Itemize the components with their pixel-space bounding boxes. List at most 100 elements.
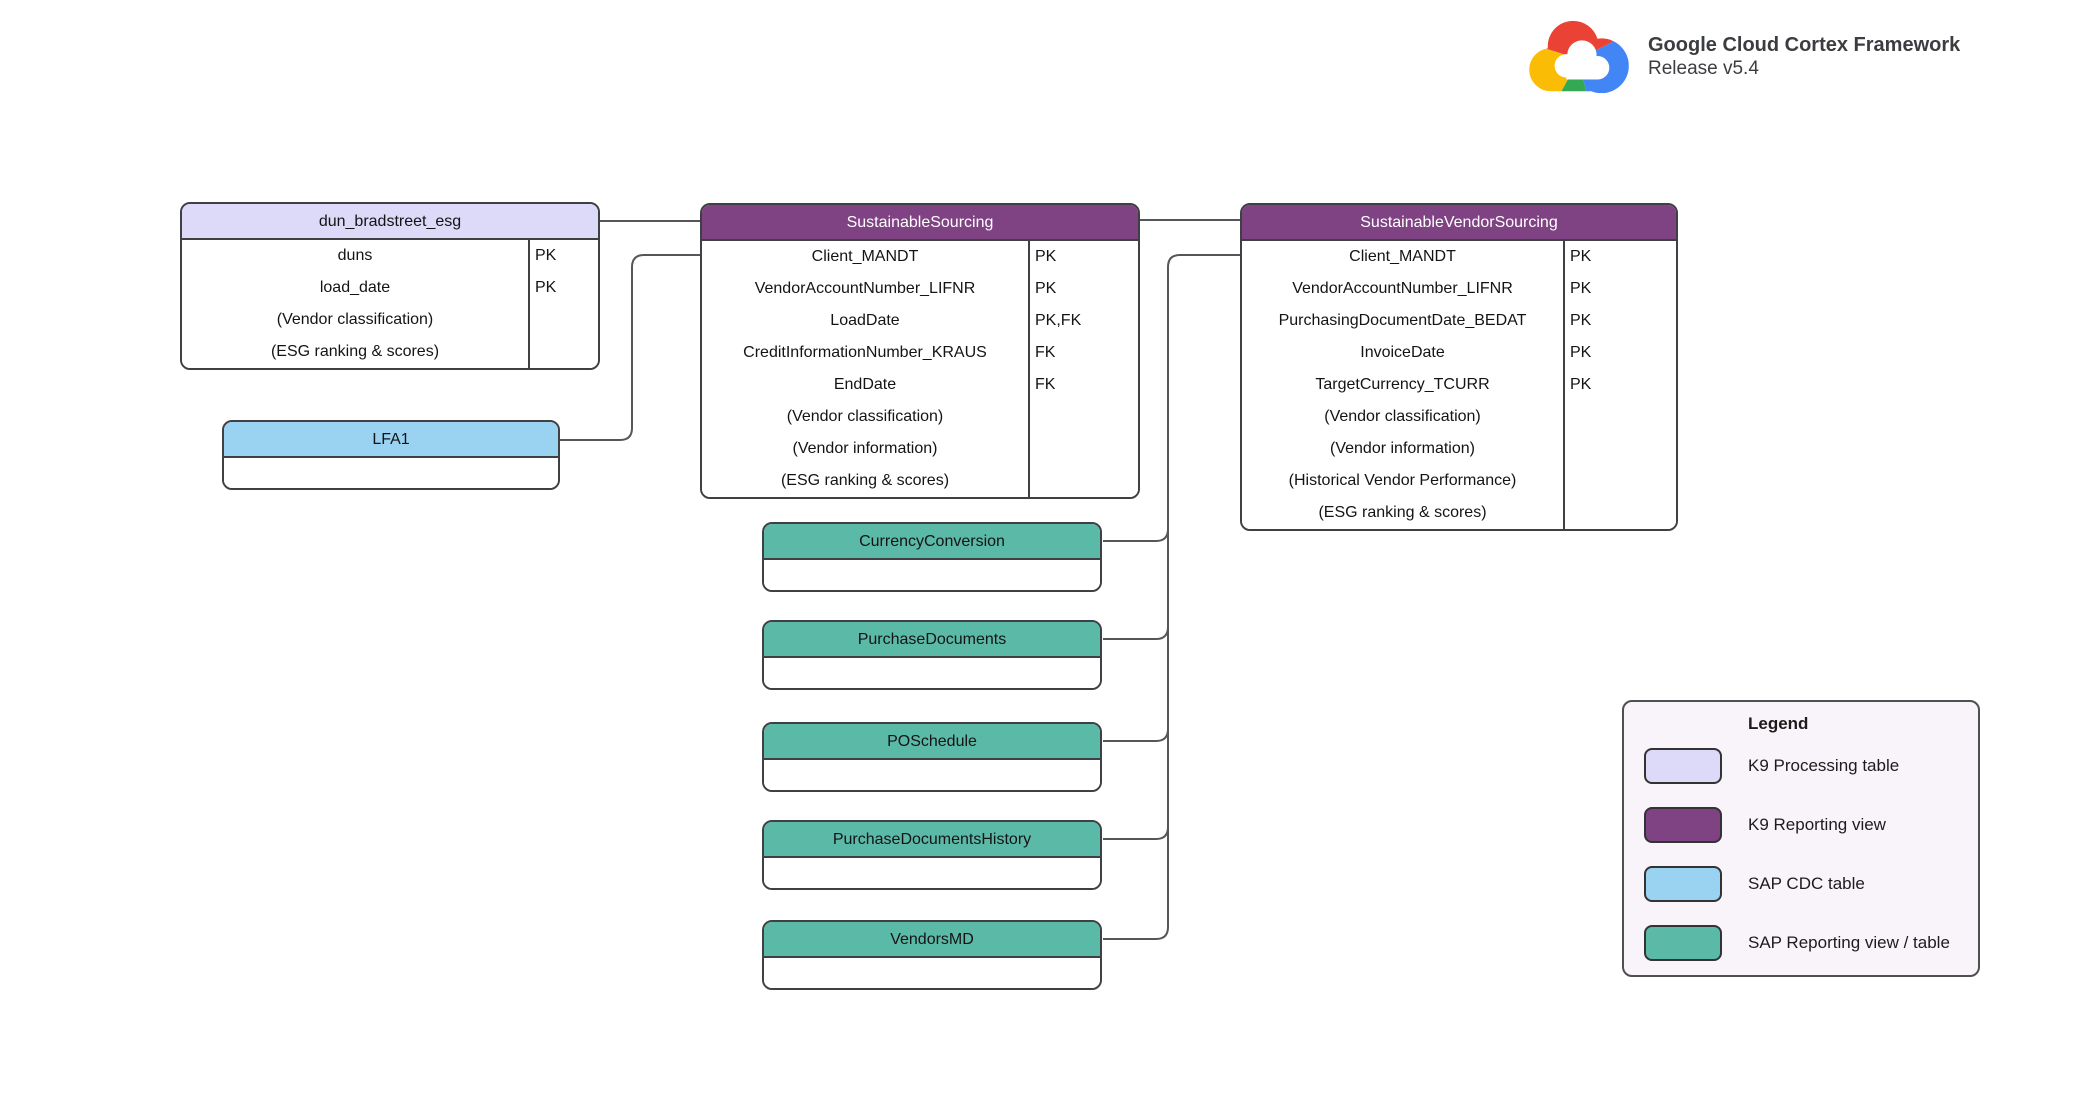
field-key: PK: [1563, 273, 1676, 305]
entity-row: (Vendor information): [1242, 433, 1676, 465]
field-name: (Historical Vendor Performance): [1288, 472, 1517, 489]
field-key: [1028, 433, 1138, 465]
entity-row: (Vendor classification): [1242, 401, 1676, 433]
field-key: PK: [1028, 241, 1138, 273]
field-key: [1563, 433, 1676, 465]
field-name: TargetCurrency_TCURR: [1315, 376, 1490, 393]
entity-title: POSchedule: [764, 724, 1100, 760]
field-key: FK: [1028, 369, 1138, 401]
framework-title: Google Cloud Cortex Framework: [1648, 34, 1961, 56]
entity-title: CurrencyConversion: [764, 524, 1100, 560]
entity-vendorsmd: VendorsMD: [762, 920, 1102, 990]
entity-row: (ESG ranking & scores): [702, 465, 1138, 497]
entity-body: Client_MANDT PK VendorAccountNumber_LIFNR P…: [1242, 241, 1676, 529]
field-name: Client_MANDT: [1349, 248, 1456, 265]
legend-swatch-icon: [1644, 925, 1722, 961]
field-name: InvoiceDate: [1360, 344, 1445, 361]
brand-header: Google Cloud Cortex Framework Release v5…: [1526, 14, 1960, 100]
field-key: [1563, 401, 1676, 433]
field-name: duns: [337, 247, 373, 264]
field-name: EndDate: [833, 376, 897, 393]
entity-title: dun_bradstreet_esg: [182, 204, 598, 240]
entity-row: (ESG ranking & scores): [1242, 497, 1676, 529]
field-name: Client_MANDT: [811, 248, 919, 265]
field-name: (Vendor classification): [276, 311, 434, 328]
field-name: VendorAccountNumber_LIFNR: [754, 280, 976, 297]
entity-row: Client_MANDT PK: [702, 241, 1138, 273]
legend-title: Legend: [1748, 714, 1809, 733]
legend-item: K9 Processing table: [1644, 748, 1978, 784]
entity-title: SustainableVendorSourcing: [1242, 205, 1676, 241]
connector-currencyconversion: [1103, 528, 1169, 542]
field-key: PK: [1028, 273, 1138, 305]
entity-row: (Vendor information): [702, 433, 1138, 465]
entity-purchasedocumentshistory: PurchaseDocumentsHistory: [762, 820, 1102, 890]
entity-row: Client_MANDT PK: [1242, 241, 1676, 273]
legend-panel: Legend K9 Processing table K9 Reporting v…: [1622, 700, 1980, 977]
field-name: PurchasingDocumentDate_BEDAT: [1278, 312, 1527, 329]
entity-title: PurchaseDocuments: [764, 622, 1100, 658]
field-key: PK: [1563, 305, 1676, 337]
field-key: FK: [1028, 337, 1138, 369]
entity-row: VendorAccountNumber_LIFNR PK: [1242, 273, 1676, 305]
connector-poschedule: [1103, 728, 1169, 742]
entity-row: InvoiceDate PK: [1242, 337, 1676, 369]
entity-row: (Vendor classification): [702, 401, 1138, 433]
entity-title: LFA1: [224, 422, 558, 458]
entity-row: (Historical Vendor Performance): [1242, 465, 1676, 497]
legend-item: SAP Reporting view / table: [1644, 925, 1978, 961]
field-key: [1563, 497, 1676, 529]
field-name: LoadDate: [830, 312, 900, 329]
google-cloud-logo-icon: [1529, 20, 1629, 94]
legend-item: SAP CDC table: [1644, 866, 1978, 902]
field-key: [1028, 401, 1138, 433]
field-name: (Vendor classification): [1324, 408, 1481, 425]
release-version: Release v5.4: [1648, 58, 1759, 79]
field-key: [528, 336, 598, 368]
field-name: VendorAccountNumber_LIFNR: [1292, 280, 1513, 297]
connector-purchasedocuments: [1103, 626, 1169, 640]
legend-swatch-icon: [1644, 748, 1722, 784]
entity-row: (Vendor classification): [182, 304, 598, 336]
entity-body: Client_MANDT PK VendorAccountNumber_LIFNR P…: [702, 241, 1138, 497]
legend-item: K9 Reporting view: [1644, 807, 1978, 843]
entity-poschedule: POSchedule: [762, 722, 1102, 792]
entity-title: SustainableSourcing: [702, 205, 1138, 241]
entity-row: LoadDate PK,FK: [702, 305, 1138, 337]
legend-label: SAP Reporting view / table: [1748, 933, 1950, 952]
legend-label: SAP CDC table: [1748, 874, 1865, 893]
entity-purchasedocuments: PurchaseDocuments: [762, 620, 1102, 690]
field-key: [528, 304, 598, 336]
field-key: PK,FK: [1028, 305, 1138, 337]
field-name: (ESG ranking & scores): [1318, 504, 1487, 521]
field-key: PK: [1563, 241, 1676, 273]
field-name: (Vendor information): [1330, 440, 1475, 457]
field-key: [1028, 465, 1138, 497]
legend-label: K9 Reporting view: [1748, 815, 1886, 834]
entity-row: EndDate FK: [702, 369, 1138, 401]
field-key: PK: [528, 272, 598, 304]
entity-body: [764, 760, 1100, 790]
entity-body: [764, 858, 1100, 888]
legend-label: K9 Processing table: [1748, 756, 1900, 775]
field-name: CreditInformationNumber_KRAUS: [743, 344, 987, 361]
entity-title: PurchaseDocumentsHistory: [764, 822, 1100, 858]
legend-swatch-icon: [1644, 807, 1722, 843]
field-key: PK: [1563, 337, 1676, 369]
entity-row: TargetCurrency_TCURR PK: [1242, 369, 1676, 401]
connector-purchasedocumentshistory: [1103, 826, 1169, 840]
field-name: (Vendor classification): [786, 408, 944, 425]
field-name: load_date: [319, 279, 391, 296]
entity-row: PurchasingDocumentDate_BEDAT PK: [1242, 305, 1676, 337]
entity-lfa1: LFA1: [222, 420, 560, 490]
field-name: (Vendor information): [792, 440, 938, 457]
field-key: PK: [1563, 369, 1676, 401]
field-name: (ESG ranking & scores): [270, 343, 440, 360]
entity-body: [764, 658, 1100, 688]
